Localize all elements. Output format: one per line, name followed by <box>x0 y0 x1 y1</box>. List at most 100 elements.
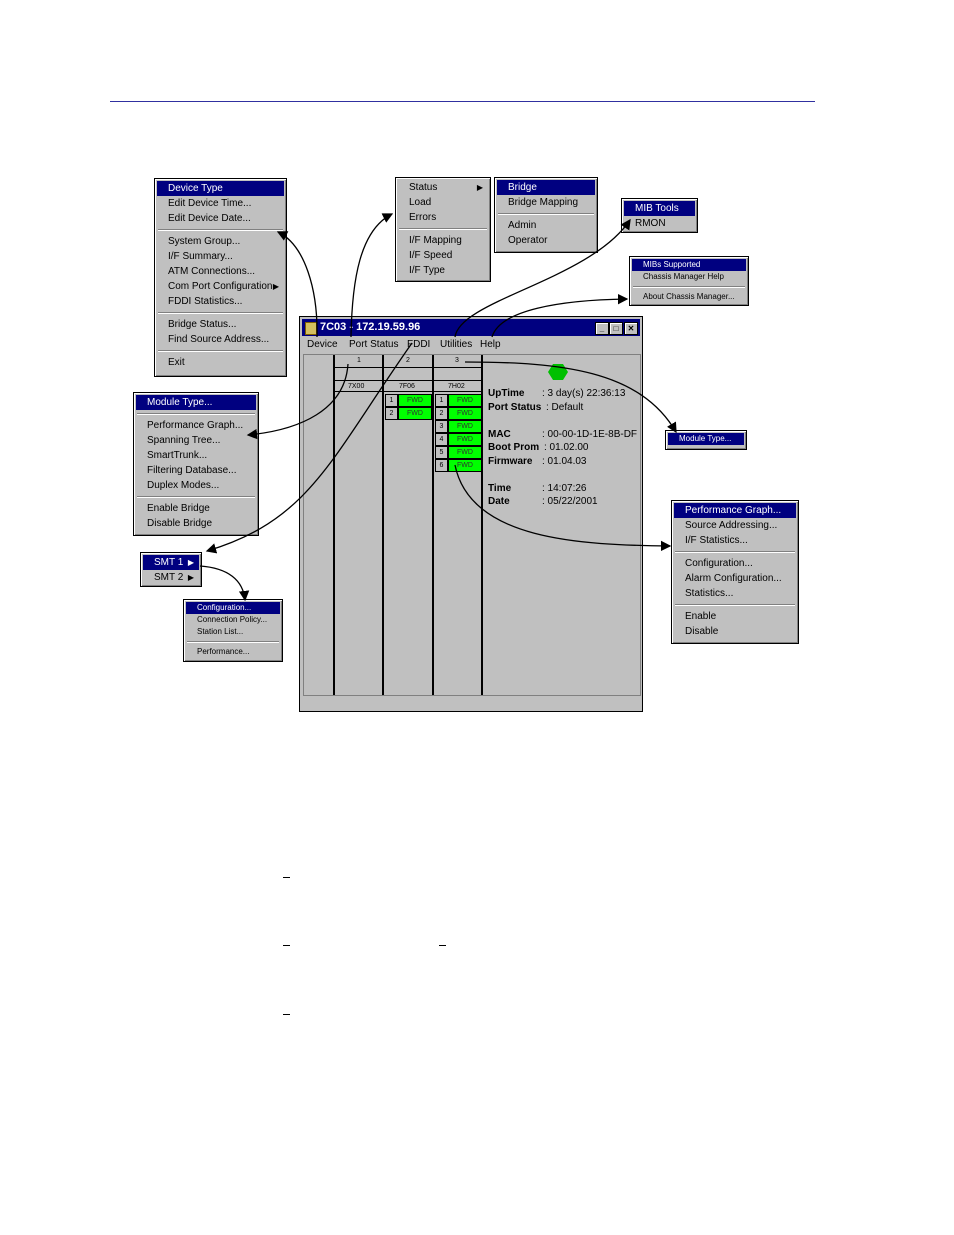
menu-item-source-addressing[interactable]: Source Addressing... <box>685 520 778 531</box>
text-underline-mark <box>283 945 290 946</box>
menu-bar: Device Port Status FDDI Utilities Help <box>302 337 640 353</box>
menu-item-if-type[interactable]: I/F Type <box>409 265 445 276</box>
menu-separator <box>158 312 283 314</box>
menu-item-spanning-tree[interactable]: Spanning Tree... <box>147 435 221 446</box>
menu-item-if-statistics[interactable]: I/F Statistics... <box>685 535 748 546</box>
status-submenu: Bridge Bridge Mapping Admin Operator <box>494 177 598 253</box>
menu-item-duplex-modes[interactable]: Duplex Modes... <box>147 480 220 491</box>
menu-separator <box>187 641 279 643</box>
slot-divider <box>382 355 384 695</box>
menu-device[interactable]: Device <box>307 339 338 350</box>
port-status-indicator[interactable]: FWD <box>398 394 432 407</box>
slot-number-3[interactable]: 3 <box>455 357 459 364</box>
menu-item-statistics[interactable]: Statistics... <box>685 588 734 599</box>
menu-item-if-mapping[interactable]: I/F Mapping <box>409 235 462 246</box>
menu-item-atm-connections[interactable]: ATM Connections... <box>168 266 256 277</box>
menu-separator <box>675 604 795 606</box>
text-underline-mark <box>283 877 290 878</box>
port-status-indicator[interactable]: FWD <box>398 407 432 420</box>
maximize-button[interactable]: □ <box>609 322 623 335</box>
minimize-button[interactable]: _ <box>595 322 609 335</box>
menu-utilities[interactable]: Utilities <box>440 339 473 350</box>
menu-item-alarm-configuration[interactable]: Alarm Configuration... <box>685 573 782 584</box>
menu-item-status[interactable]: Status▶ <box>398 180 488 195</box>
menu-item-admin[interactable]: Admin <box>508 220 537 231</box>
menu-item-smt-1[interactable]: SMT 1▶ <box>143 555 199 570</box>
module-name-slot1[interactable]: 7X00 <box>348 383 365 390</box>
slot-divider <box>432 355 434 695</box>
menu-item-mib-tools[interactable]: MIB Tools <box>624 201 695 216</box>
slot-number-2[interactable]: 2 <box>406 357 410 364</box>
menu-port-status[interactable]: Port Status <box>349 339 399 350</box>
port-status-value: : Default <box>546 402 584 413</box>
module-name-slot3[interactable]: 7H02 <box>448 383 465 390</box>
port-status-indicator[interactable]: FWD <box>448 420 482 433</box>
slot-number-1[interactable]: 1 <box>357 357 361 364</box>
menu-item-bridge-status[interactable]: Bridge Status... <box>168 319 237 330</box>
menu-item-enable-bridge[interactable]: Enable Bridge <box>147 503 210 514</box>
menu-item-system-group[interactable]: System Group... <box>168 236 241 247</box>
utilities-menu: MIB Tools RMON <box>621 198 698 233</box>
menu-item-module-type[interactable]: Module Type... <box>668 433 744 445</box>
menu-item-if-speed[interactable]: I/F Speed <box>409 250 453 261</box>
menu-item-configuration[interactable]: Configuration... <box>685 558 753 569</box>
menu-item-fddi-statistics[interactable]: FDDI Statistics... <box>168 296 243 307</box>
menu-item-device-type[interactable]: Device Type <box>157 181 284 196</box>
arrow-help-menu <box>491 293 629 338</box>
port-status-indicator[interactable]: FWD <box>448 394 482 407</box>
menu-item-errors[interactable]: Errors <box>409 212 437 223</box>
menu-item-mibs-supported[interactable]: MIBs Supported <box>632 259 746 271</box>
submenu-arrow-icon: ▶ <box>187 558 194 567</box>
menu-item-bridge[interactable]: Bridge <box>497 180 595 195</box>
menu-item-chassis-manager-help[interactable]: Chassis Manager Help <box>643 272 724 281</box>
port-status-label: Port Status <box>488 402 542 413</box>
menu-item-filtering-database[interactable]: Filtering Database... <box>147 465 237 476</box>
menu-item-label: SMT 2 <box>154 572 184 583</box>
menu-item-module-type[interactable]: Module Type... <box>136 395 256 410</box>
menu-item-edit-device-date[interactable]: Edit Device Date... <box>168 213 251 224</box>
port-status-indicator[interactable]: FWD <box>448 407 482 420</box>
menu-item-bridge-mapping[interactable]: Bridge Mapping <box>508 197 579 208</box>
text-underline-mark <box>439 945 446 946</box>
menu-item-smarttrunk[interactable]: SmartTrunk... <box>147 450 208 461</box>
menu-item-rmon[interactable]: RMON <box>635 218 666 229</box>
port-status-indicator[interactable]: FWD <box>448 446 482 459</box>
submenu-arrow-icon: ▶ <box>476 183 483 192</box>
menu-item-enable[interactable]: Enable <box>685 611 717 622</box>
menu-fddi[interactable]: FDDI <box>407 339 431 350</box>
menu-item-disable[interactable]: Disable <box>685 626 719 637</box>
menu-item-configuration[interactable]: Configuration... <box>186 602 280 614</box>
status-bar <box>303 695 639 708</box>
date-value: : 05/22/2001 <box>542 496 598 507</box>
menu-item-if-summary[interactable]: I/F Summary... <box>168 251 233 262</box>
close-button[interactable]: ✕ <box>624 322 638 335</box>
menu-item-edit-device-time[interactable]: Edit Device Time... <box>168 198 252 209</box>
submenu-arrow-icon: ▶ <box>187 573 194 582</box>
port-status-indicator[interactable]: FWD <box>448 433 482 446</box>
menu-item-operator[interactable]: Operator <box>508 235 548 246</box>
slot-header-line <box>333 380 483 381</box>
menu-item-performance-graph[interactable]: Performance Graph... <box>147 420 244 431</box>
menu-item-disable-bridge[interactable]: Disable Bridge <box>147 518 213 529</box>
arrow-slot-module-menu <box>464 361 677 434</box>
menu-item-station-list[interactable]: Station List... <box>197 627 244 636</box>
menu-item-performance-graph[interactable]: Performance Graph... <box>674 503 796 518</box>
submenu-arrow-icon: ▶ <box>272 282 279 291</box>
menu-separator <box>137 413 255 415</box>
menu-help[interactable]: Help <box>480 339 501 350</box>
menu-item-com-port-configuration[interactable]: Com Port Configuration▶ <box>157 279 284 294</box>
device-menu: Device Type Edit Device Time... Edit Dev… <box>154 178 287 377</box>
menu-item-exit[interactable]: Exit <box>168 357 185 368</box>
slot-module-menu: Module Type... <box>665 430 747 450</box>
menu-separator <box>675 551 795 553</box>
menu-item-connection-policy[interactable]: Connection Policy... <box>197 615 268 624</box>
menu-item-about-chassis-manager[interactable]: About Chassis Manager... <box>643 292 735 301</box>
menu-item-load[interactable]: Load <box>409 197 432 208</box>
menu-item-performance[interactable]: Performance... <box>197 647 250 656</box>
uptime-label: UpTime <box>488 388 525 399</box>
menu-item-smt-2[interactable]: SMT 2▶ <box>143 570 199 585</box>
menu-separator <box>137 496 255 498</box>
module-name-slot2[interactable]: 7F06 <box>399 383 415 390</box>
menu-item-find-source-address[interactable]: Find Source Address... <box>168 334 270 345</box>
port-number: 4 <box>435 433 448 446</box>
